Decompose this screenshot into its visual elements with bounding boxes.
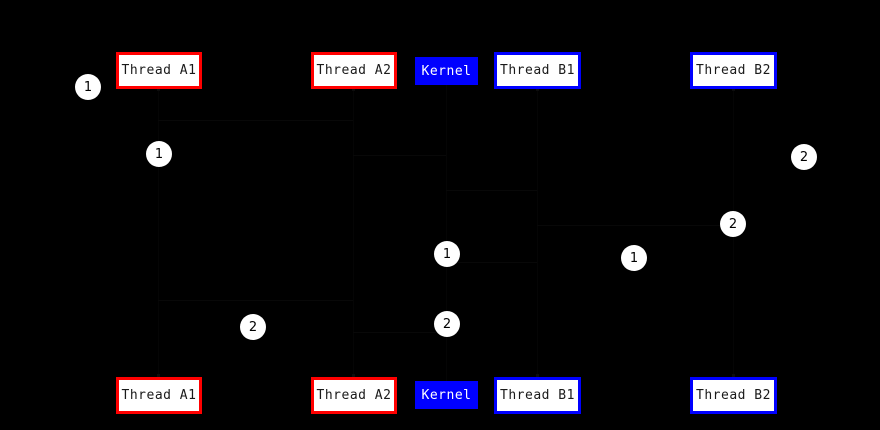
step-marker[interactable]: 1	[434, 241, 460, 267]
step-marker-label: 2	[442, 316, 452, 332]
lifeline-foot-thread-a2[interactable]: Thread A2	[311, 377, 397, 414]
message-arrow-1	[158, 120, 353, 121]
step-marker[interactable]: 1	[621, 245, 647, 271]
lifeline-foot-thread-b2[interactable]: Thread B2	[690, 377, 777, 414]
step-marker-label: 1	[442, 246, 452, 262]
connector-nub	[352, 374, 355, 377]
lifeline-thread-a2	[353, 89, 354, 377]
lifeline-kernel	[446, 85, 447, 381]
step-marker-label: 2	[248, 319, 258, 335]
lifeline-foot-label: Thread A1	[121, 388, 197, 403]
message-arrow-3	[446, 190, 537, 191]
lifeline-foot-label: Thread B2	[696, 388, 771, 403]
lifeline-thread-b1	[537, 89, 538, 377]
step-marker[interactable]: 2	[720, 211, 746, 237]
message-arrow-4	[537, 225, 733, 226]
lifeline-foot-label: Thread A2	[316, 388, 392, 403]
lifeline-head-label: Thread A1	[121, 63, 197, 78]
lifeline-foot-label: Kernel	[421, 387, 472, 403]
step-marker[interactable]: 2	[791, 144, 817, 170]
connector-nub	[536, 374, 539, 377]
lifeline-thread-a1	[158, 89, 159, 377]
connector-nub	[732, 88, 735, 91]
step-marker-label: 1	[83, 79, 93, 95]
message-arrow-7	[353, 332, 446, 333]
step-marker[interactable]: 1	[146, 141, 172, 167]
connector-nub	[157, 88, 160, 91]
step-marker[interactable]: 2	[434, 311, 460, 337]
step-marker-label: 2	[799, 149, 809, 165]
message-arrow-5	[446, 262, 537, 263]
lifeline-head-label: Thread A2	[316, 63, 392, 78]
lifeline-foot-thread-b1[interactable]: Thread B1	[494, 377, 581, 414]
lifeline-head-label: Kernel	[421, 63, 472, 79]
message-arrow-6	[158, 300, 353, 301]
step-marker-label: 1	[629, 250, 639, 266]
step-marker-label: 1	[154, 146, 164, 162]
lifeline-head-kernel[interactable]: Kernel	[415, 57, 478, 85]
lifeline-foot-kernel[interactable]: Kernel	[415, 381, 478, 409]
step-marker[interactable]: 2	[240, 314, 266, 340]
connector-nub	[352, 88, 355, 91]
message-arrow-2	[353, 155, 446, 156]
connector-nub	[732, 374, 735, 377]
step-marker-label: 2	[728, 216, 738, 232]
lifeline-head-thread-b1[interactable]: Thread B1	[494, 52, 581, 89]
lifeline-head-label: Thread B1	[500, 63, 575, 78]
connector-nub	[536, 88, 539, 91]
lifeline-head-label: Thread B2	[696, 63, 771, 78]
lifeline-head-thread-a2[interactable]: Thread A2	[311, 52, 397, 89]
lifeline-head-thread-b2[interactable]: Thread B2	[690, 52, 777, 89]
lifeline-foot-thread-a1[interactable]: Thread A1	[116, 377, 202, 414]
lifeline-foot-label: Thread B1	[500, 388, 575, 403]
connector-nub	[157, 374, 160, 377]
lifeline-head-thread-a1[interactable]: Thread A1	[116, 52, 202, 89]
step-marker[interactable]: 1	[75, 74, 101, 100]
